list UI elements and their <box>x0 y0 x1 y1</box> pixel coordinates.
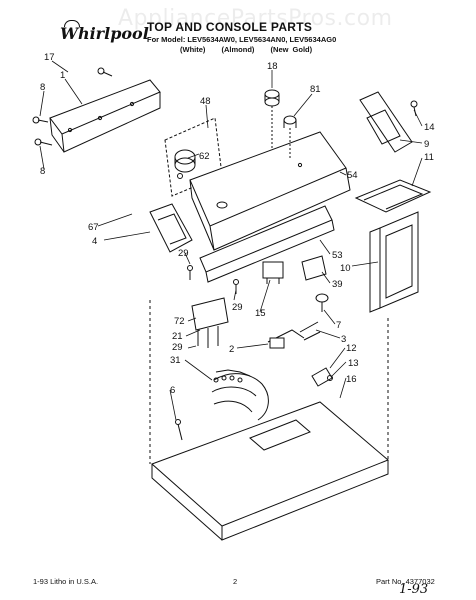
console-panel <box>189 131 351 251</box>
lint-filter-housing <box>369 211 419 313</box>
callout-39: 39 <box>332 279 343 290</box>
footer-litho: 1-93 Litho in U.S.A. <box>33 577 99 586</box>
screw-17 <box>97 67 113 77</box>
callout-14: 14 <box>424 122 435 133</box>
switch-39 <box>301 255 327 281</box>
callout-72: 72 <box>174 316 185 327</box>
callout-53: 53 <box>332 250 343 261</box>
callout-9: 9 <box>424 139 429 150</box>
callout-11: 11 <box>424 152 434 163</box>
callout-31: 31 <box>170 355 181 366</box>
brand-logo: Whirlpool <box>60 24 149 43</box>
rear-bracket <box>49 79 161 153</box>
callout-48: 48 <box>200 96 211 107</box>
screw-29-b <box>233 279 239 294</box>
callout-18: 18 <box>267 61 278 72</box>
model-numbers: For Model: LEV5634AW0, LEV5634AN0, LEV56… <box>147 35 337 44</box>
callout-7: 7 <box>336 320 341 331</box>
callout-8b: 8 <box>40 166 45 177</box>
callout-10: 10 <box>340 263 351 274</box>
clip-7 <box>315 293 329 312</box>
lint-filter-lid <box>354 179 432 213</box>
callout-21: 21 <box>172 331 183 342</box>
callout-3: 3 <box>341 334 346 345</box>
dryer-top <box>149 300 389 541</box>
knob-81 <box>283 115 297 158</box>
callout-17: 17 <box>44 52 55 63</box>
callout-54: 54 <box>347 170 358 181</box>
end-cap-right <box>359 91 413 153</box>
callout-4: 4 <box>92 236 97 247</box>
callout-16: 16 <box>346 374 357 385</box>
screw-29-a <box>187 265 193 280</box>
knob-18 <box>264 89 280 150</box>
leader-lines <box>39 60 423 421</box>
page-title: TOP AND CONSOLE PARTS <box>147 20 313 34</box>
screw-8-top <box>32 116 49 124</box>
callout-2: 2 <box>229 344 234 355</box>
callout-67: 67 <box>88 222 99 233</box>
callout-15: 15 <box>255 308 266 319</box>
callout-81: 81 <box>310 84 321 95</box>
callout-29b: 29 <box>232 302 243 313</box>
callout-62: 62 <box>199 151 210 162</box>
switch-assembly-72 <box>191 297 229 348</box>
footer-part-number: Part No. 4377032 <box>376 577 435 586</box>
screw-13 <box>327 375 333 381</box>
switch-15 <box>262 261 284 284</box>
end-cap-left <box>149 203 193 253</box>
callout-8a: 8 <box>40 82 45 93</box>
screw-8-bottom <box>34 138 53 146</box>
brand-logo-swoosh-icon <box>64 20 80 27</box>
clip-12 <box>311 367 333 387</box>
color-almond: (Almond) <box>221 45 255 54</box>
model-colors: (White) (Almond) (New Gold) <box>180 45 324 54</box>
handwritten-date: 1-93 <box>399 582 429 597</box>
callout-29a: 29 <box>178 248 189 259</box>
footer-page-number: 2 <box>233 577 238 586</box>
color-white: (White) <box>180 45 206 54</box>
console-rear-bracket <box>199 205 335 283</box>
harness-connector <box>267 321 321 349</box>
callout-labels: 17 1 8 8 48 62 18 81 14 9 11 54 67 4 53 … <box>40 52 435 396</box>
screw-6 <box>175 419 183 441</box>
watermark: AppliancePartsPros.com <box>118 6 393 31</box>
callout-1: 1 <box>60 70 65 81</box>
callout-29c: 29 <box>172 342 183 353</box>
callout-6: 6 <box>170 385 175 396</box>
color-new-gold: (New Gold) <box>270 45 313 54</box>
callout-13: 13 <box>348 358 359 369</box>
callout-12: 12 <box>346 343 357 354</box>
wiring-harness <box>211 369 269 421</box>
